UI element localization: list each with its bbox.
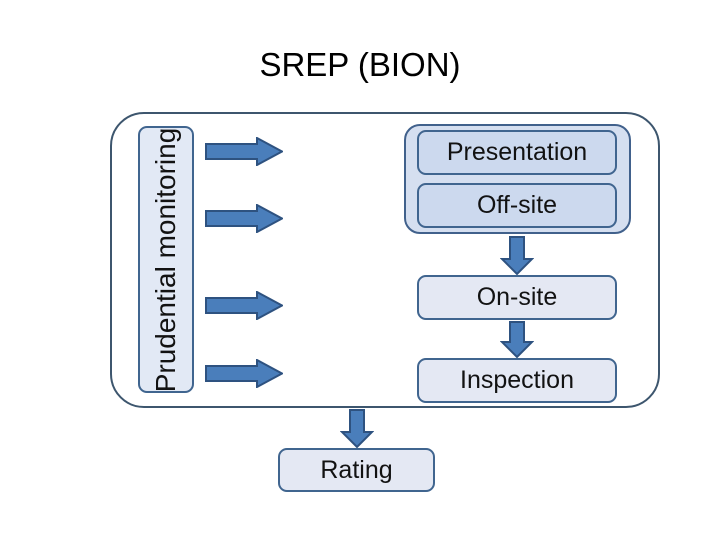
- arrow-right-icon: [205, 204, 283, 233]
- arrow-right-icon: [205, 359, 283, 388]
- process-box-inspection[interactable]: Inspection: [417, 358, 617, 403]
- process-box-offsite[interactable]: Off-site: [417, 183, 617, 228]
- process-box-presentation[interactable]: Presentation: [417, 130, 617, 175]
- process-box-rating[interactable]: Rating: [278, 448, 435, 492]
- prudential-monitoring-box: Prudential monitoring: [138, 126, 194, 393]
- process-box-onsite[interactable]: On-site: [417, 275, 617, 320]
- process-box-label: Inspection: [460, 366, 574, 394]
- page-title: SREP (BION): [259, 46, 461, 83]
- arrow-down-icon: [500, 321, 534, 361]
- process-box-label: Rating: [320, 455, 393, 484]
- arrow-down-icon: [340, 409, 374, 449]
- process-box-label: On-site: [476, 283, 558, 311]
- process-box-label: Off-site: [476, 191, 558, 219]
- outer-process-container: [110, 112, 660, 408]
- arrow-right-icon: [205, 291, 283, 320]
- arrow-right-icon: [205, 137, 283, 166]
- prudential-monitoring-label: Prudential monitoring: [150, 127, 181, 392]
- arrow-down-icon: [500, 236, 534, 276]
- process-box-label: Presentation: [446, 138, 588, 166]
